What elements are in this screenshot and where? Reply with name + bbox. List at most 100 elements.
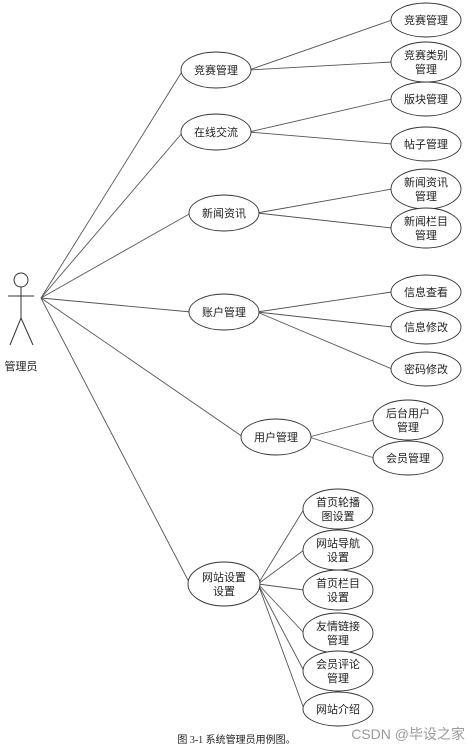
use-case-g1-ellipse (180, 51, 252, 89)
use-case-c11: 竞赛管理 (390, 2, 462, 38)
connector-lines (40, 19, 393, 710)
g6-to-c62-line (257, 549, 305, 585)
use-case-c51-label: 管理 (397, 420, 419, 434)
use-case-g5-ellipse (240, 418, 312, 456)
use-case-g6-ellipse (187, 561, 261, 607)
use-case-c65-ellipse (302, 650, 374, 692)
use-case-c32-label: 管理 (415, 228, 437, 242)
use-case-c52-ellipse (372, 440, 444, 476)
actor-label: 管理员 (5, 359, 38, 373)
use-case-c12-label: 竞赛类别 (404, 48, 448, 62)
g4-to-c42-line (256, 311, 393, 328)
use-case-g1: 竞赛管理 (180, 51, 252, 89)
use-case-g1-label: 竞赛管理 (194, 63, 238, 77)
use-case-c64-label: 友情链接 (316, 619, 360, 633)
use-case-c31-label: 管理 (415, 189, 437, 203)
g5-to-c51-line (308, 419, 375, 438)
use-case-c42: 信息修改 (390, 309, 462, 345)
actor-to-g4-line (40, 297, 192, 313)
use-case-c12-ellipse (390, 41, 462, 83)
g6-to-c65-line (257, 583, 305, 672)
use-case-g5-label: 用户管理 (254, 430, 298, 444)
g3-to-c31-line (256, 188, 393, 214)
use-case-c62-label: 设置 (327, 551, 349, 564)
use-case-c41: 信息查看 (390, 274, 462, 310)
use-case-g6-label: 网站设置 (202, 570, 246, 584)
g3-to-c32-line (256, 212, 393, 229)
use-case-c43-ellipse (390, 351, 462, 387)
use-case-c11-ellipse (390, 2, 462, 38)
use-case-c43-label: 密码修改 (404, 362, 448, 376)
use-case-c11-label: 竞赛管理 (404, 13, 448, 27)
use-case-c21-ellipse (390, 81, 462, 117)
use-case-c21-label: 版块管理 (404, 92, 448, 106)
use-case-c21: 版块管理 (390, 81, 462, 117)
use-case-c41-label: 信息查看 (404, 285, 448, 299)
use-case-g4: 账户管理 (188, 293, 260, 331)
g6-to-c61-line (257, 508, 305, 585)
use-case-c42-label: 信息修改 (404, 320, 448, 334)
actor-to-g5-line (40, 297, 244, 438)
use-case-c42-ellipse (390, 309, 462, 345)
use-case-c64-ellipse (302, 612, 374, 654)
g1-to-c11-line (248, 19, 393, 71)
use-case-c51-label: 后台用户 (386, 406, 430, 420)
use-case-c66-label: 网站介绍 (316, 702, 360, 716)
actor-right-leg (20, 317, 34, 346)
use-case-c51-ellipse (372, 399, 444, 441)
use-case-c22-label: 帖子管理 (404, 137, 448, 151)
use-case-nodes: 竞赛管理竞赛管理竞赛类别管理在线交流版块管理帖子管理新闻资讯新闻资讯管理新闻栏目… (180, 2, 462, 727)
use-case-g4-label: 账户管理 (202, 305, 246, 319)
use-case-g2-ellipse (180, 113, 252, 151)
use-case-g3-label: 新闻资讯 (202, 206, 246, 220)
use-case-c61-label: 图设置 (322, 510, 355, 523)
actor-left-leg (9, 317, 22, 346)
figure-caption: 图 3-1 系统管理员用例图。 (177, 735, 296, 746)
use-case-g2: 在线交流 (180, 113, 252, 151)
use-case-c65-label: 管理 (327, 671, 349, 685)
use-case-c31-ellipse (390, 168, 462, 210)
actor-figure: 管理员 (5, 272, 38, 373)
use-case-c64-label: 管理 (327, 633, 349, 647)
g2-to-c22-line (248, 131, 393, 145)
actor-to-g2-line (40, 131, 184, 299)
use-case-c62-ellipse (302, 529, 374, 571)
use-case-c22: 帖子管理 (390, 126, 462, 162)
g5-to-c52-line (308, 436, 375, 459)
use-case-c61-ellipse (302, 488, 374, 530)
use-case-g5: 用户管理 (240, 418, 312, 456)
use-case-c66: 网站介绍 (302, 691, 374, 727)
use-case-c62-label: 网站导航 (316, 536, 360, 550)
use-case-c31-label: 新闻资讯 (404, 175, 448, 189)
g6-to-c66-line (257, 583, 305, 710)
use-case-c63-ellipse (302, 569, 374, 611)
actor-head (13, 272, 29, 288)
use-case-c52-label: 会员管理 (386, 451, 430, 465)
actor-to-g1-line (40, 69, 184, 299)
g2-to-c21-line (248, 98, 393, 133)
g6-to-c64-line (257, 583, 305, 634)
use-case-c63-label: 设置 (327, 591, 349, 604)
use-case-c41-ellipse (390, 274, 462, 310)
use-case-g6-label: 设置 (213, 585, 235, 598)
use-case-c32-label: 新闻栏目 (404, 214, 448, 228)
g6-to-c63-line (257, 583, 305, 591)
g1-to-c12-line (248, 61, 393, 71)
use-case-c12-label: 管理 (415, 62, 437, 76)
g4-to-c43-line (256, 311, 393, 370)
use-case-c66-ellipse (302, 691, 374, 727)
use-case-g3: 新闻资讯 (188, 194, 260, 232)
use-case-c61-label: 首页轮播 (316, 495, 360, 509)
use-case-c65-label: 会员评论 (316, 657, 360, 671)
use-case-c22-ellipse (390, 126, 462, 162)
actor-to-g6-line (40, 297, 191, 585)
use-case-c43: 密码修改 (390, 351, 462, 387)
